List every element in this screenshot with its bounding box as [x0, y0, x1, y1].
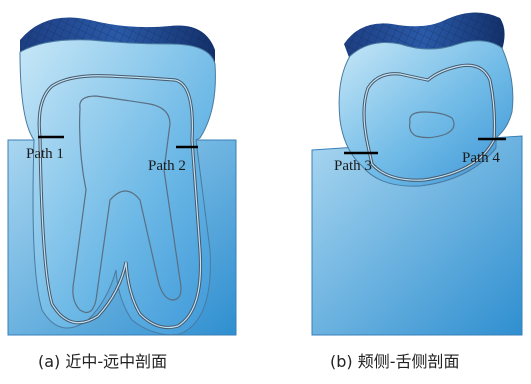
path-1-label: Path 1 [26, 146, 64, 162]
panel-a-mesial-distal: Path 1 Path 2 [8, 18, 236, 336]
path-3-label: Path 3 [334, 158, 372, 174]
panel-b-buccal-lingual: Path 3 Path 4 [312, 12, 522, 335]
caption-panel-a: (a) 近中-远中剖面 [38, 348, 167, 372]
path-4-label: Path 4 [462, 150, 500, 166]
path-2-label: Path 2 [148, 158, 186, 174]
caption-panel-b: (b) 颊侧-舌侧剖面 [330, 348, 460, 372]
